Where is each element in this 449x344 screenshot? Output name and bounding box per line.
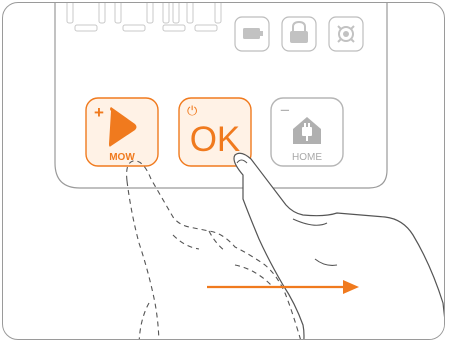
blade-icon [329,17,363,51]
home-button-label: HOME [292,152,322,163]
illustration-frame: + MOW ⏻ OK − HOM [2,2,445,340]
home-minus-symbol: − [280,101,290,120]
home-button[interactable]: − HOME [271,98,343,166]
mow-button[interactable]: + MOW [86,98,158,166]
illustration-canvas: + MOW ⏻ OK − HOM [3,3,445,340]
ok-button-label: OK [190,120,241,159]
mow-plus-symbol: + [94,103,104,122]
battery-icon [235,17,269,51]
power-icon: ⏻ [187,103,197,118]
lock-icon [282,17,316,51]
